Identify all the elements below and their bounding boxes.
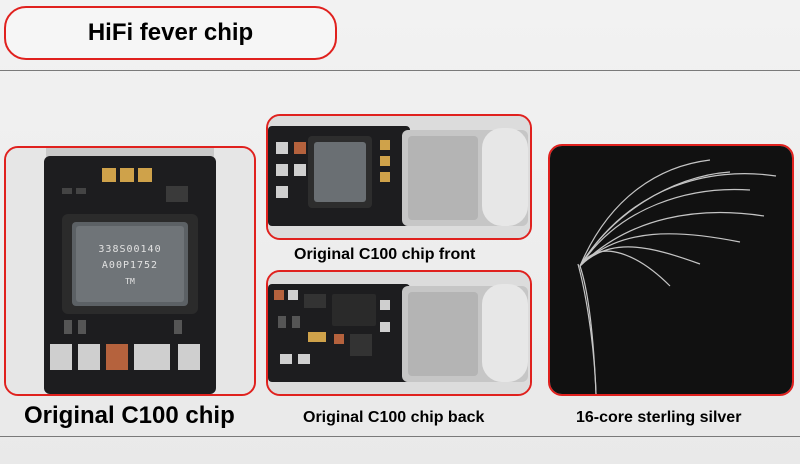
caption-chip-front: Original C100 chip front <box>294 246 476 263</box>
title-banner: HiFi fever chip <box>4 6 337 60</box>
chip-marking-line3: TM <box>125 277 135 286</box>
chip-marking-line2: A00P1752 <box>102 260 158 271</box>
chip-marking-line1: 338S00140 <box>98 244 161 255</box>
chip-back-photo <box>266 270 532 396</box>
silver-wire-photo <box>548 144 794 396</box>
chip-front-photo <box>266 114 532 240</box>
page-title: HiFi fever chip <box>87 19 254 46</box>
main-chip-photo: 338S00140 A00P1752 TM <box>4 146 256 396</box>
caption-silver-wire: 16-core sterling silver <box>576 409 742 426</box>
caption-main-chip: Original C100 chip <box>24 402 235 429</box>
bottom-divider <box>0 436 800 437</box>
caption-chip-back: Original C100 chip back <box>303 409 485 426</box>
top-divider <box>0 70 800 71</box>
